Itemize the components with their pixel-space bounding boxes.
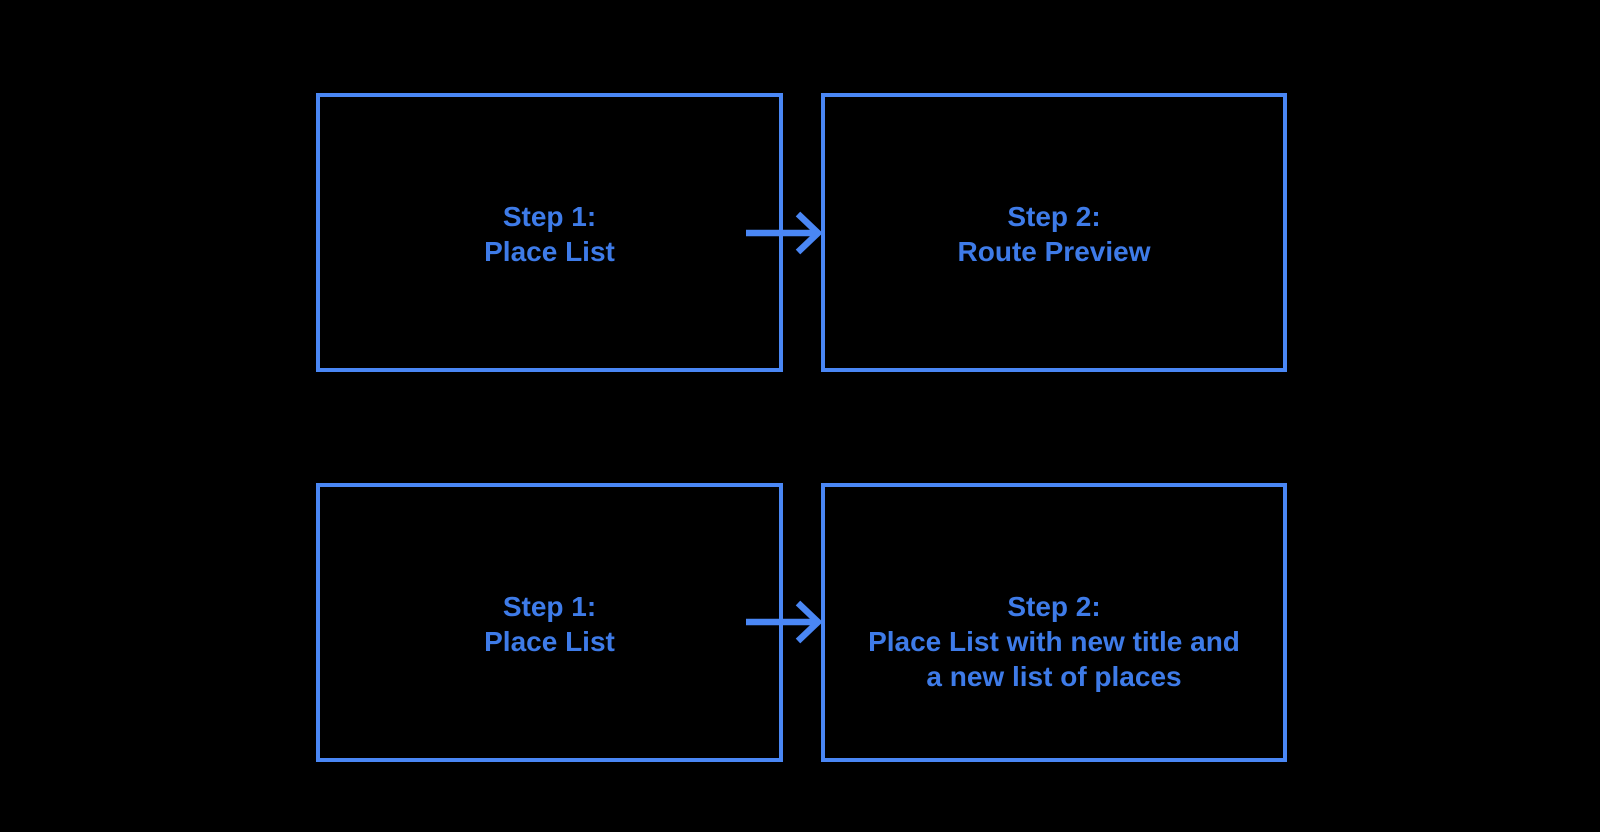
box-text-line: Step 1: (502, 201, 597, 232)
box-text-line: Step 1: (502, 591, 597, 622)
flow-box-step2-top: Step 2: Route Preview (821, 93, 1287, 372)
flow-box-step1-top: Step 1: Place List (316, 93, 783, 372)
flow-box-step1-bottom: Step 1: Place List (316, 483, 783, 762)
flow-box-label: Step 1: Place List (320, 97, 779, 269)
box-text-line: a new list of places (926, 661, 1182, 692)
box-text-line: Place List with new title and (868, 626, 1240, 657)
flow-box-label: Step 2: Route Preview (825, 97, 1283, 269)
box-text-line: Place List (484, 626, 615, 657)
flow-box-step2-bottom: Step 2: Place List with new title and a ne… (821, 483, 1287, 762)
box-text-line: Step 2: (1007, 201, 1101, 232)
box-text-line: Step 2: (1007, 591, 1101, 622)
flow-arrow-icon (738, 205, 828, 261)
flow-box-label: Step 2: Place List with new title and a ne… (825, 487, 1283, 694)
flow-arrow-icon (738, 594, 828, 650)
flow-box-label: Step 1: Place List (320, 487, 779, 659)
box-text-line: Route Preview (957, 236, 1151, 267)
box-text-line: Place List (484, 236, 615, 267)
